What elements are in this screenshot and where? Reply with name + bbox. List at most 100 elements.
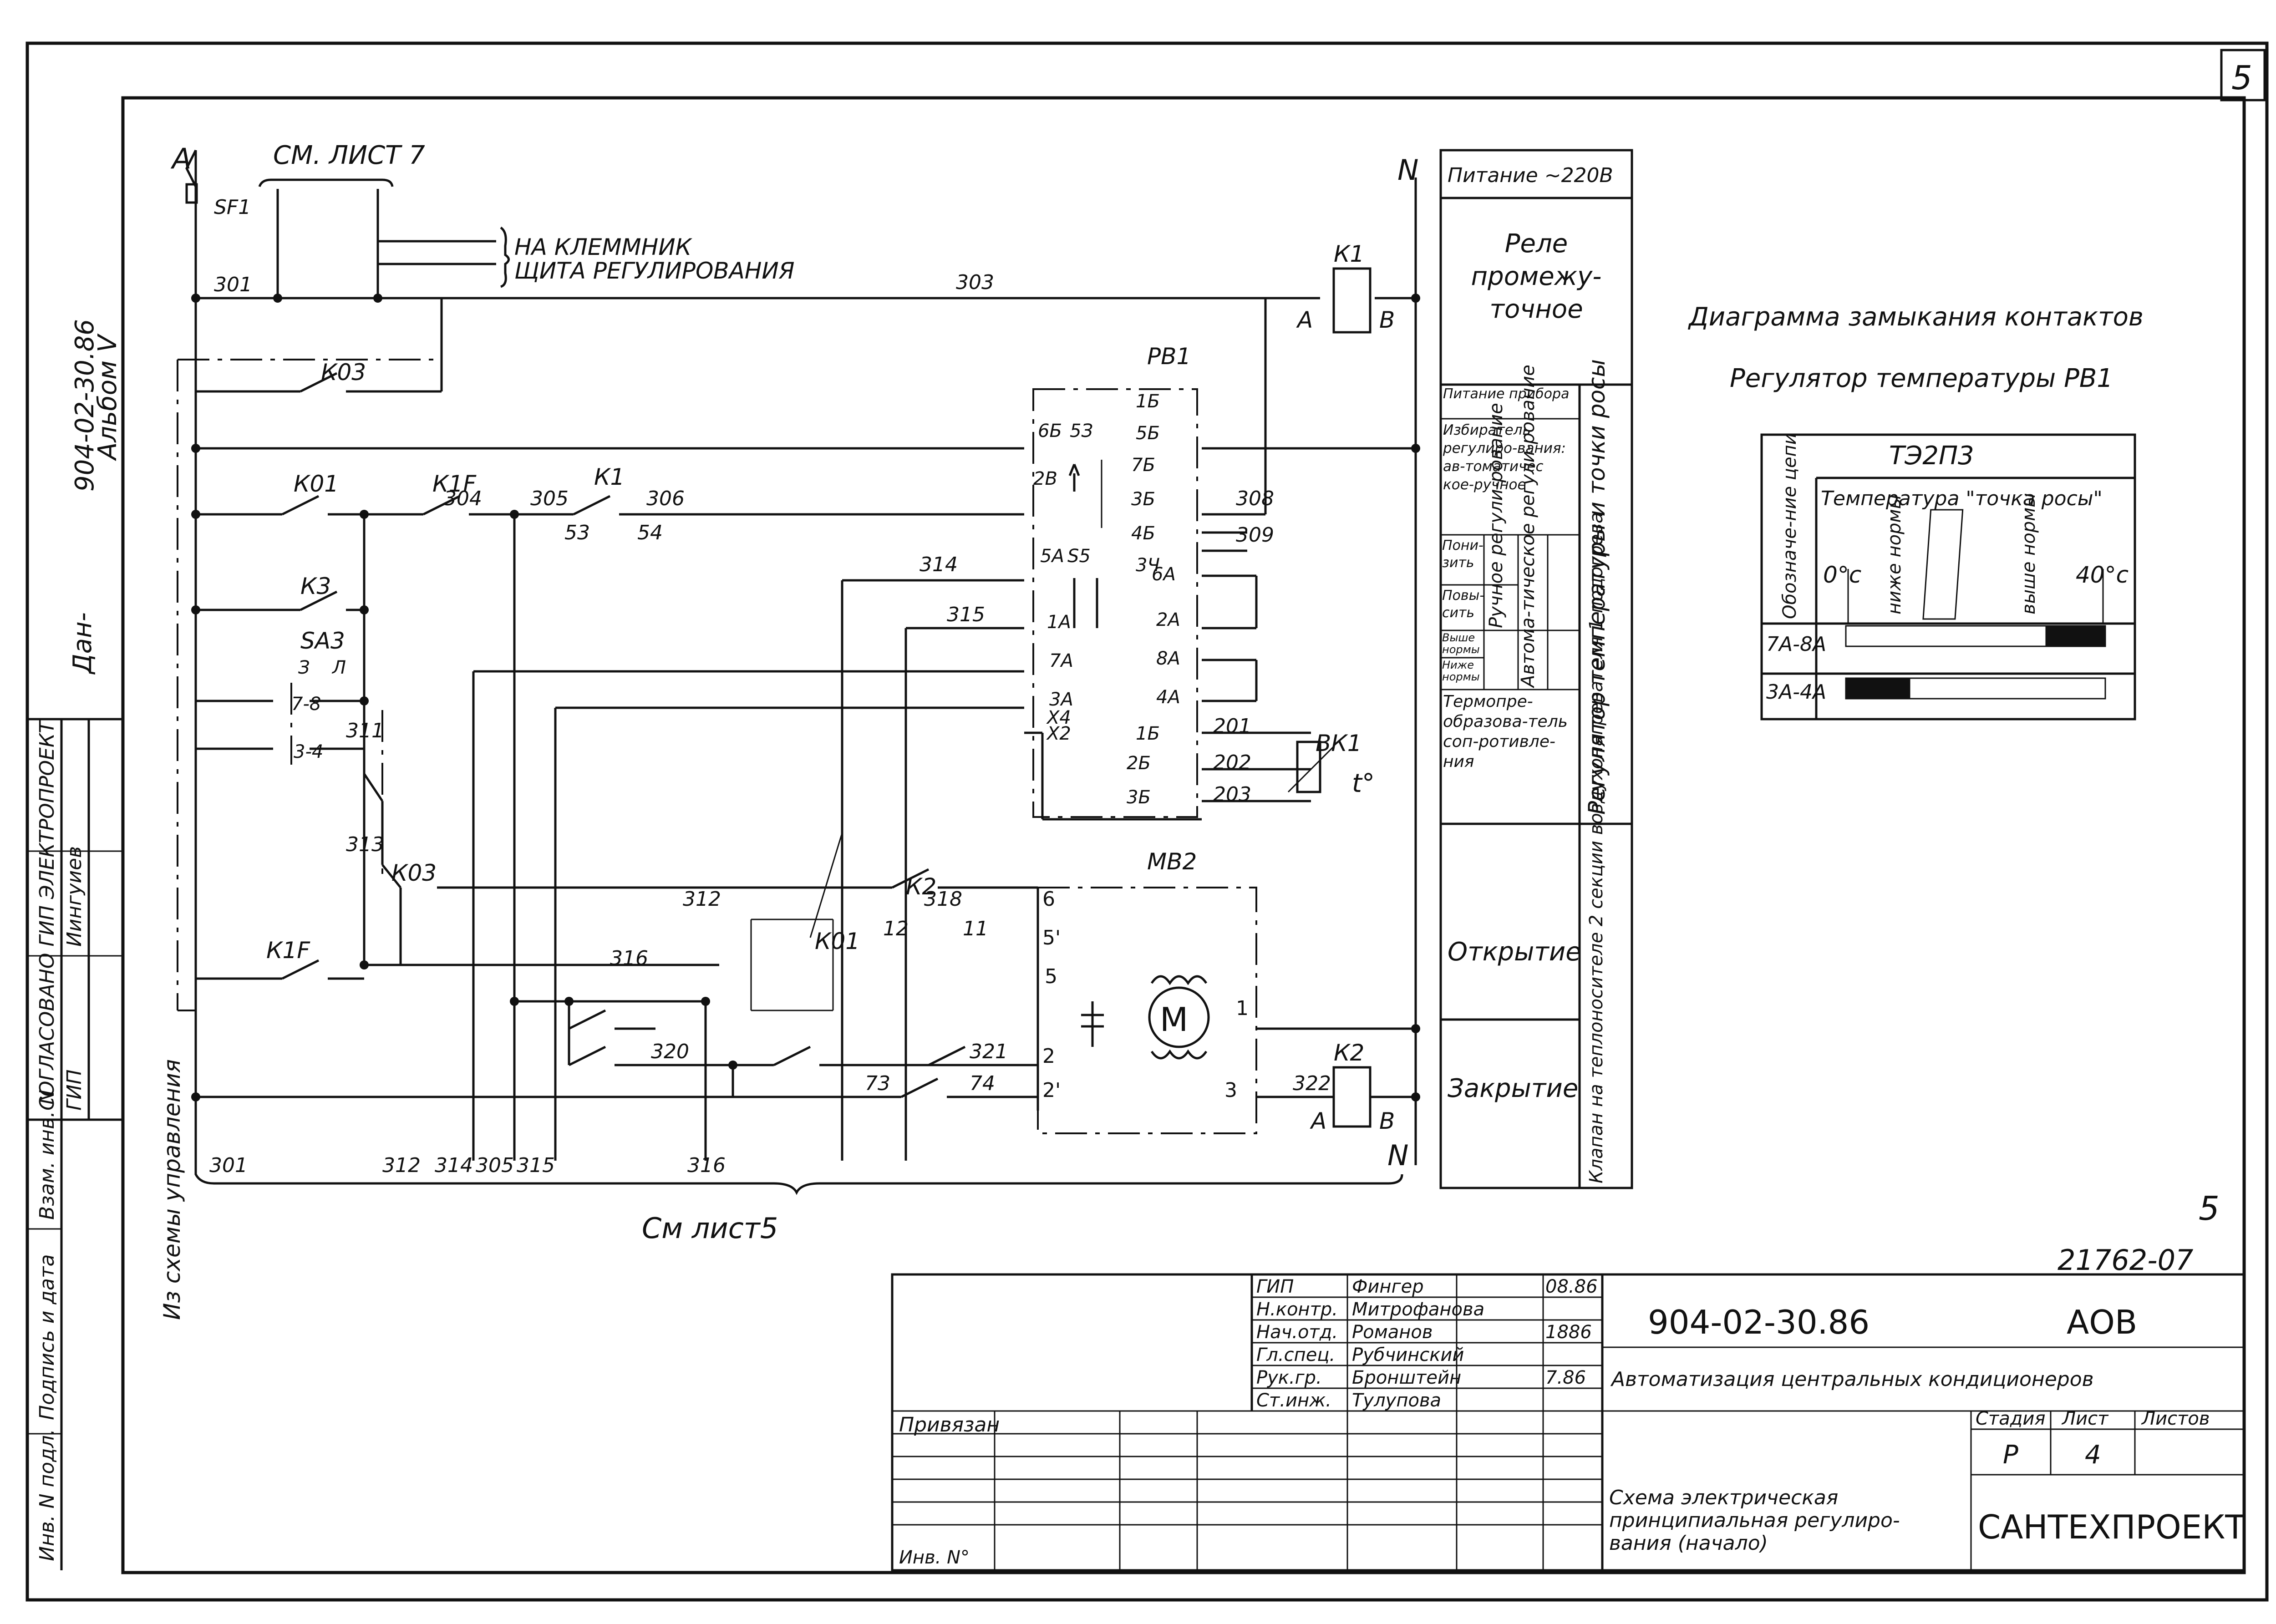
table-regulator-vertical: Регулятор температуры и точки росы <box>1584 359 1610 815</box>
contact-diagram-subtitle: Регулятор температуры РВ1 <box>1730 364 2113 393</box>
rv1-terminal: 2Б <box>1127 753 1151 774</box>
title-drawing-line2: принципиальная регулиро- <box>1609 1509 1900 1532</box>
wire-number: 316 <box>610 947 648 970</box>
k1-coil-label: К1 <box>1334 241 1364 267</box>
contact-label: К2 <box>906 873 936 900</box>
wire-number: 321 <box>970 1040 1008 1063</box>
motor-terminal: 2 <box>1042 1045 1055 1068</box>
contact-zero: 0°с <box>1823 562 1861 588</box>
sa3-mark: 3-4 <box>294 741 323 762</box>
title-drawing-line3: вания (начало) <box>1609 1532 1768 1555</box>
k2-coil <box>1332 1066 1372 1128</box>
title-name: Тулупова <box>1352 1390 1441 1411</box>
wire-number: 11 <box>963 917 988 940</box>
wire-number: 203 <box>1213 783 1251 806</box>
k1-coil <box>1332 267 1372 334</box>
power-rails <box>185 149 1417 1170</box>
rv1-terminal: 5З <box>1070 421 1093 442</box>
table-thermo-fo: Термопре-образова-тель соп-ротивле-ния <box>1443 692 1568 771</box>
contact-diagram-table <box>1760 433 2136 721</box>
table-raise: Повы-сить <box>1442 588 1484 621</box>
inventory-code: 21762-07 <box>2058 1243 2194 1277</box>
wire-number: 305 <box>530 487 569 510</box>
table-power: Питание ~220В <box>1448 164 1613 187</box>
wire-number: 306 <box>646 487 685 510</box>
table-lower-fo: Пони-зить <box>1442 538 1483 571</box>
svg-text:A: A <box>1310 1108 1326 1134</box>
table-raise-fo: Повы-сить <box>1442 588 1484 621</box>
table-device-power: Питание прибора <box>1443 387 1570 402</box>
sheet-number-box <box>2220 49 2266 102</box>
sf1-box <box>185 183 198 204</box>
title-role: Рук.гр. <box>1256 1367 1322 1388</box>
t-sensor-label: t° <box>1352 769 1375 798</box>
motor-terminal: 3 <box>1224 1079 1237 1102</box>
motor-letter: М <box>1160 1000 1188 1039</box>
rv1-block: РВ1 МВ2 ВК1 t° <box>1032 343 1375 875</box>
wire-number: 313 <box>346 833 384 856</box>
to-terminal-line2: ЩИТА РЕГУЛИРОВАНИЯ <box>514 258 795 284</box>
title-block <box>891 1273 2246 1572</box>
contact-diagram-title: Диаграмма замыкания контактов <box>1687 302 2144 332</box>
rv1-terminal: 3Б <box>1127 787 1151 808</box>
k2-coil-label: К2 <box>1334 1040 1364 1066</box>
title-name: Рубчинский <box>1352 1345 1464 1365</box>
see-sheet-7-label: СМ. ЛИСТ 7 <box>273 141 425 170</box>
project-code-vertical: 904-02-30.86 <box>70 319 100 492</box>
title-sheet: 4 <box>2085 1440 2101 1470</box>
motor-terminal: 2' <box>1042 1079 1061 1102</box>
signature-vertical: Дан- <box>68 612 97 675</box>
contact-label: К1 <box>594 464 625 490</box>
title-role: Гл.спец. <box>1256 1345 1335 1365</box>
title-role: Нач.отд. <box>1256 1322 1338 1343</box>
table-manual: Ручное регули-рование <box>1486 403 1507 628</box>
title-date: 08.86 <box>1545 1276 1598 1297</box>
contact-label: К1F <box>266 937 310 964</box>
vzam-inv-vertical: Взам. инв. N <box>36 1090 59 1220</box>
bus-label: 315 <box>517 1154 555 1177</box>
bus-label: 305 <box>476 1154 514 1177</box>
wire-number: 54 <box>637 521 663 544</box>
table-selector: Избиратель регулиро-вания: ав-томатичес … <box>1443 422 1566 493</box>
wire-number: 201 <box>1213 715 1251 738</box>
title-date: 7.86 <box>1545 1367 1586 1388</box>
wire-number: 12 <box>883 917 909 940</box>
rv1-housing <box>1032 388 1198 818</box>
mv2-housing <box>1037 887 1257 1134</box>
table-above-norm: Выше нормы <box>1442 632 1480 656</box>
wire-number: 308 <box>1236 487 1274 510</box>
sf1-label: SF1 <box>214 196 251 219</box>
rv1-terminal: 8А <box>1156 648 1180 669</box>
table-open: Открытие <box>1448 937 1581 967</box>
table-relay-fo: Реле промежу-точное <box>1471 229 1602 324</box>
wire-number: 320 <box>651 1040 689 1063</box>
title-sheets-label: Листов <box>2141 1408 2210 1429</box>
wire-number: 304 <box>444 487 482 510</box>
contact-below: ниже нормы <box>1884 495 1905 614</box>
table-below-norm: Ниже нормы <box>1442 659 1480 683</box>
bus-label: 301 <box>209 1154 248 1177</box>
title-role: Н.контр. <box>1256 1299 1338 1320</box>
svg-text:B: B <box>1379 1108 1395 1134</box>
rv1-terminal: 2В <box>1033 468 1057 489</box>
wire-number: 314 <box>920 553 958 576</box>
from-control-scheme-vertical: Из схемы управления <box>159 1059 185 1320</box>
motor-terminal: 5 <box>1045 965 1057 988</box>
rv1-terminal: 1А <box>1047 612 1071 633</box>
to-terminal-line1: НА КЛЕММНИК <box>514 234 693 260</box>
junction-dots <box>191 294 1420 1101</box>
title-date: 1886 <box>1545 1322 1592 1343</box>
rv1-terminal: 6Б <box>1038 421 1062 442</box>
title-role: ГИП <box>1256 1276 1294 1297</box>
approved-header-vertical: СОГЛАСОВАНО ГИП ЭЛЕКТРОПРОЕКТ <box>36 720 59 1111</box>
title-dates: 08.86 1886 7.86 <box>1545 1276 1598 1388</box>
see-sheet-5-label: См лист5 <box>642 1212 778 1245</box>
sa3-mark: 7-8 <box>291 694 321 715</box>
rv1-terminal: Х2 <box>1046 723 1071 744</box>
rv1-terminal: 4А <box>1156 687 1180 708</box>
schematic-wires: К1 A B <box>177 189 1416 1195</box>
